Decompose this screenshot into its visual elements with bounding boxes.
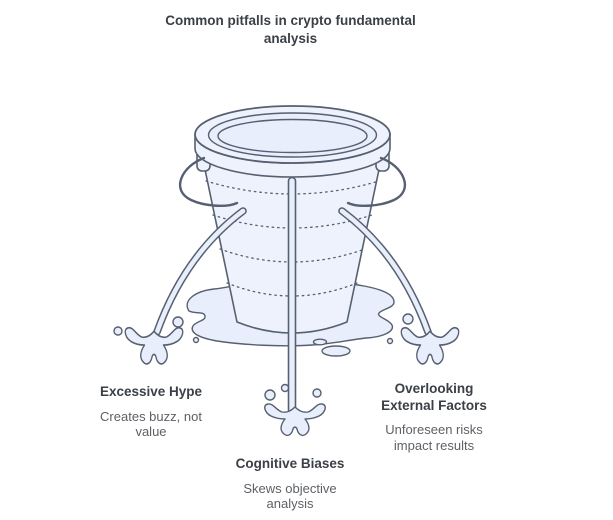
page-title-line-2: analysis bbox=[263, 31, 318, 46]
splash-center bbox=[264, 403, 326, 437]
splash-right bbox=[400, 326, 460, 365]
label-overlooking-body: Unforeseen risks impact results bbox=[385, 422, 483, 453]
leak-stream-left bbox=[153, 207, 247, 336]
label-cognitive-body: Skews objective analysis bbox=[243, 480, 337, 512]
label-excessive-hype-body: Creates buzz, not value bbox=[100, 408, 202, 440]
label-cognitive-biases: Cognitive Biases Skews objective analysi… bbox=[210, 456, 370, 512]
leak-stream-right bbox=[338, 207, 432, 336]
bucket-handle-right bbox=[346, 156, 407, 208]
water-droplets bbox=[113, 313, 414, 401]
label-excessive-hype: Excessive Hype Creates buzz, not value bbox=[81, 384, 221, 440]
label-overlooking-external-factors: Overlooking External Factors Unforeseen … bbox=[359, 381, 509, 453]
page-title: Common pitfalls in crypto fundamental an… bbox=[0, 12, 581, 48]
label-excessive-hype-title: Excessive Hype bbox=[99, 384, 203, 399]
puddle-blobs bbox=[312, 338, 351, 357]
page-title-line-1: Common pitfalls in crypto fundamental bbox=[165, 13, 416, 28]
label-cognitive-title: Cognitive Biases bbox=[235, 456, 345, 471]
bucket-rim bbox=[194, 105, 391, 178]
label-overlooking-title: Overlooking External Factors bbox=[381, 381, 487, 413]
splash-left bbox=[124, 326, 184, 365]
bucket-handle-left bbox=[178, 156, 239, 208]
